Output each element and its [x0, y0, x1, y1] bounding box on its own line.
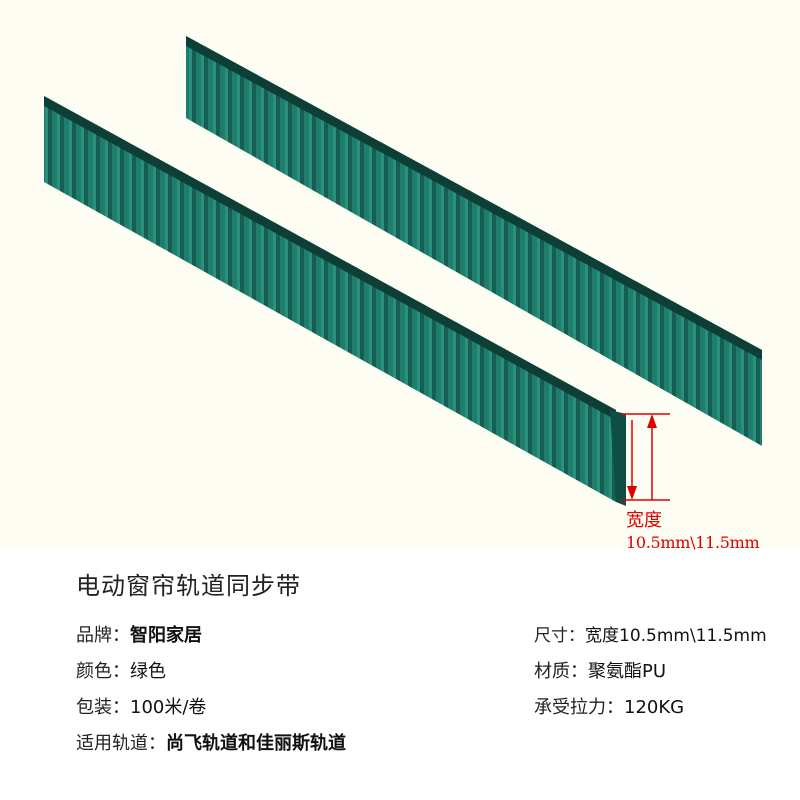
spec-brand-key: 品牌： — [76, 625, 130, 646]
width-annotation-value: 10.5mm\11.5mm — [626, 533, 760, 552]
spec-color-key: 颜色： — [76, 661, 130, 682]
spec-track-value: 尚飞轨道和佳丽斯轨道 — [166, 733, 346, 754]
width-annotation: 宽度 10.5mm\11.5mm — [626, 510, 760, 554]
spec-material-key: 材质： — [534, 661, 588, 682]
spec-packaging-key: 包装： — [76, 697, 130, 718]
width-dimension — [622, 413, 670, 501]
product-photo: 宽度 10.5mm\11.5mm — [0, 0, 800, 552]
spec-tension: 承受拉力：120KG — [534, 696, 684, 720]
spec-track-key: 适用轨道： — [76, 733, 166, 754]
belt-front — [44, 96, 626, 506]
spec-color-value: 绿色 — [130, 661, 166, 682]
spec-tension-value: 120KG — [624, 697, 685, 718]
spec-track: 适用轨道：尚飞轨道和佳丽斯轨道 — [76, 732, 346, 756]
spec-packaging: 包装：100米/卷 — [76, 696, 206, 720]
width-annotation-label: 宽度 — [626, 510, 662, 531]
spec-tension-key: 承受拉力： — [534, 697, 624, 718]
spec-size: 尺寸：宽度10.5mm\11.5mm — [534, 624, 767, 648]
spec-material: 材质：聚氨酯PU — [534, 660, 666, 684]
spec-material-value: 聚氨酯PU — [588, 661, 667, 682]
spec-size-key: 尺寸： — [534, 626, 585, 646]
spec-brand: 品牌：智阳家居 — [76, 624, 202, 648]
belt-back — [186, 36, 762, 446]
spec-packaging-value: 100米/卷 — [130, 697, 207, 718]
product-title: 电动窗帘轨道同步带 — [76, 572, 301, 600]
timing-belt-illustration — [44, 36, 762, 506]
spec-color: 颜色：绿色 — [76, 660, 166, 684]
spec-brand-value: 智阳家居 — [130, 625, 202, 646]
spec-size-value: 宽度10.5mm\11.5mm — [585, 626, 767, 646]
